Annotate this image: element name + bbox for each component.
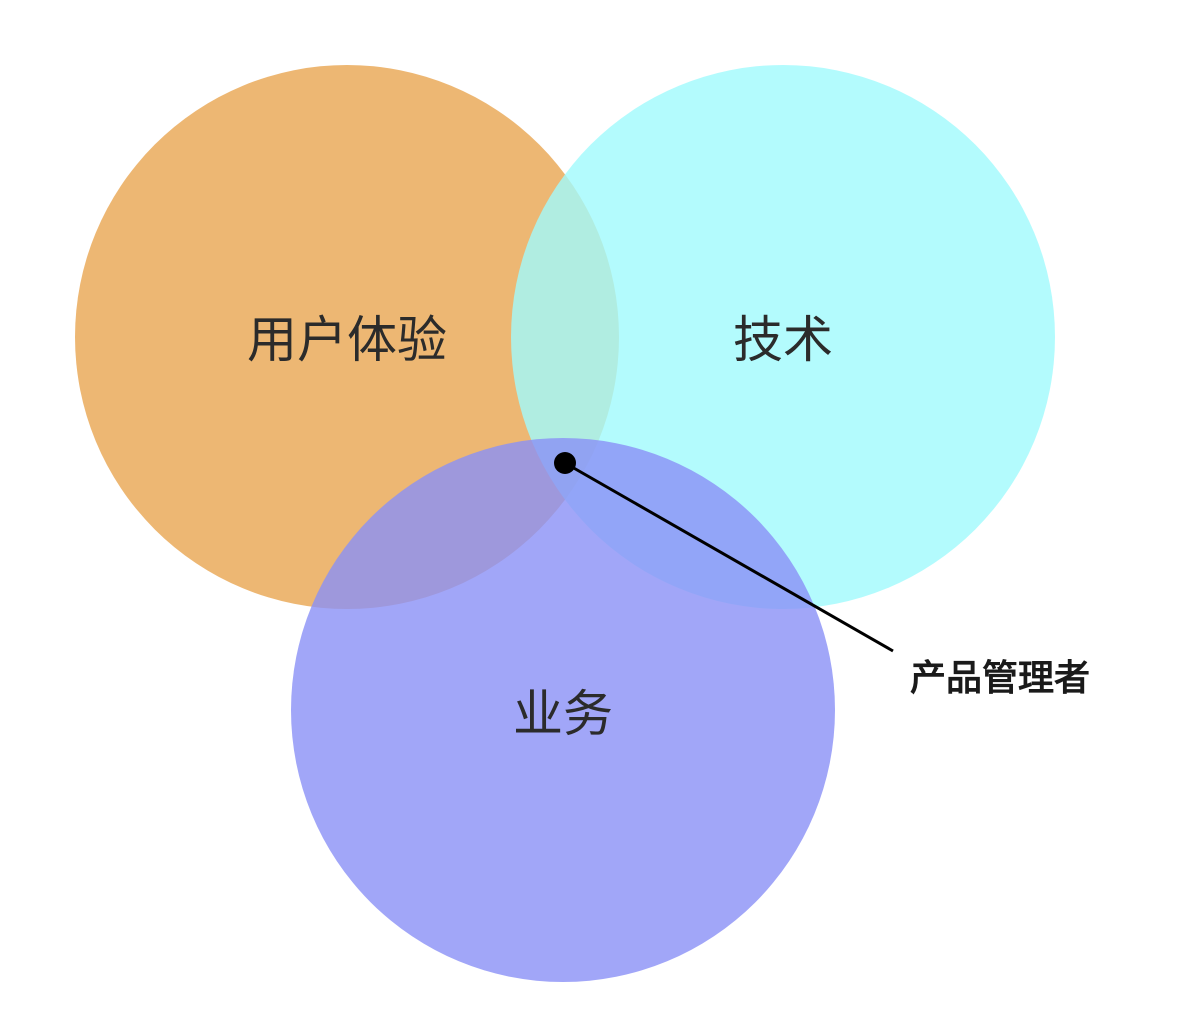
label-user-experience: 用户体验: [247, 311, 447, 369]
intersection-dot: [554, 452, 576, 474]
label-business: 业务: [513, 685, 613, 743]
label-technology: 技术: [733, 311, 833, 369]
callout-label-product-manager: 产品管理者: [910, 658, 1090, 699]
callout-leader-line: [564, 461, 894, 653]
circle-business: [291, 438, 835, 982]
